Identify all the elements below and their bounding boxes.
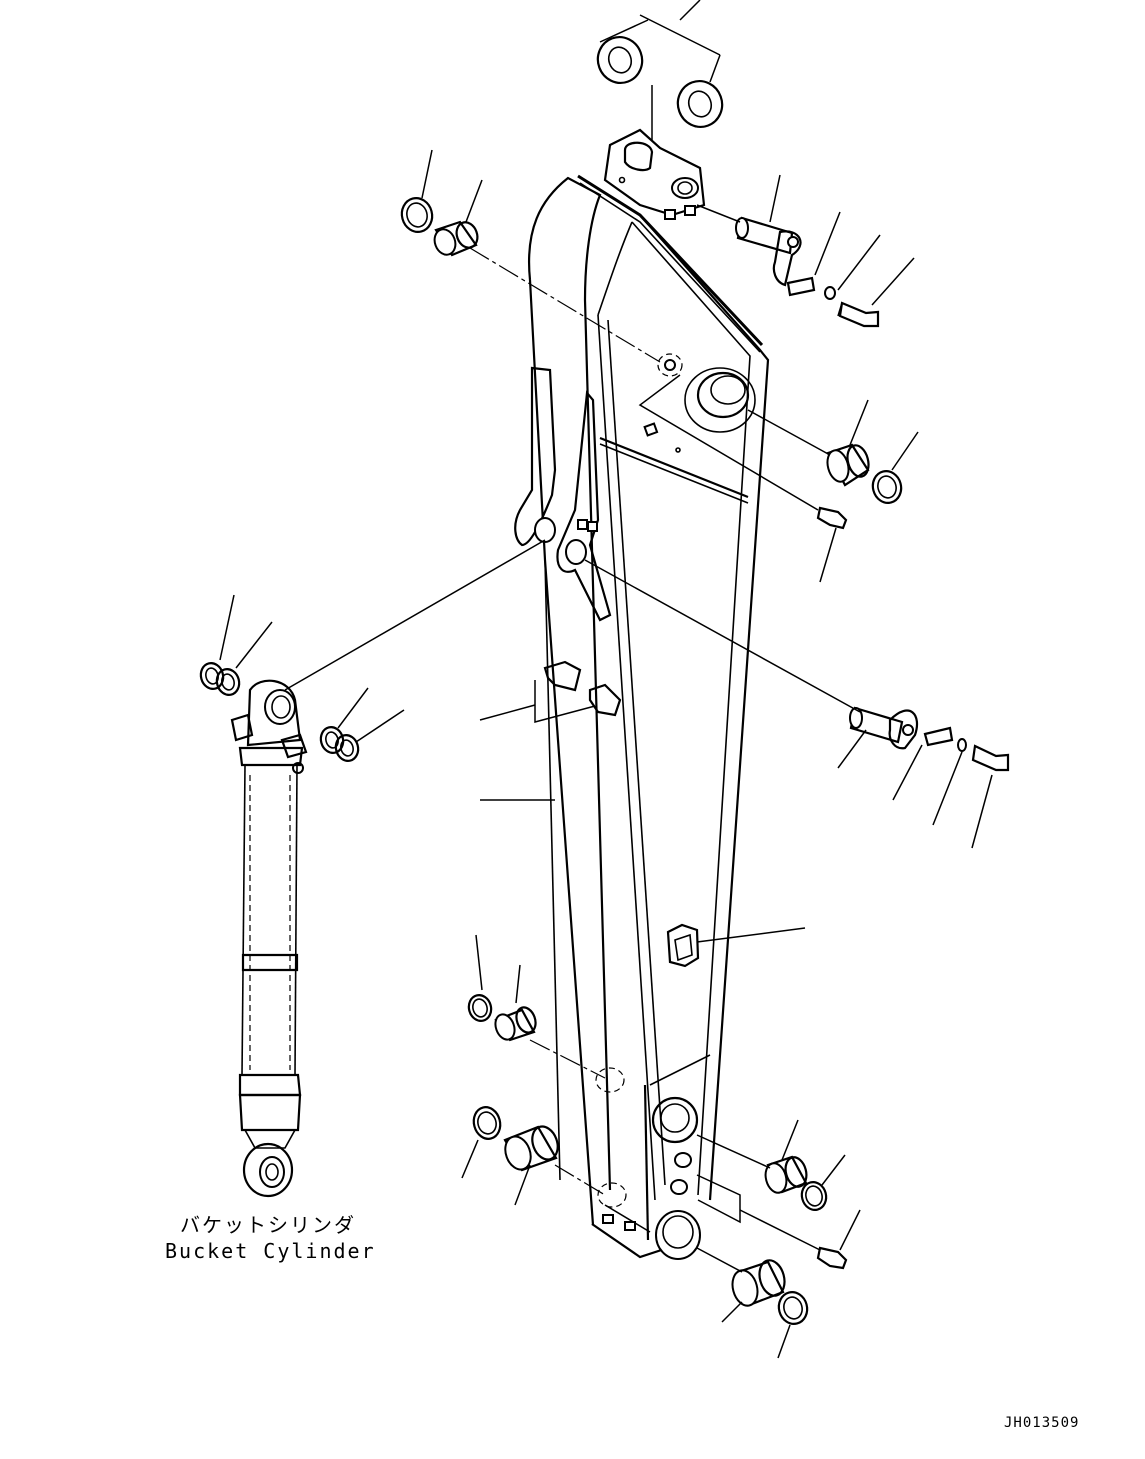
grease-fitting-upper bbox=[638, 374, 848, 583]
upper-left-bushings bbox=[400, 149, 661, 363]
cylinder-label-en: Bucket Cylinder bbox=[165, 1239, 376, 1263]
arm-upper-boss bbox=[643, 353, 756, 453]
arm-side-cover bbox=[666, 923, 700, 968]
mid-pin-set bbox=[584, 559, 1010, 849]
arm-top-bracket bbox=[603, 128, 706, 220]
lower-right-bushings bbox=[696, 1119, 861, 1359]
drawing-code: JH013509 bbox=[1004, 1415, 1079, 1431]
arm-lower-bosses bbox=[595, 1067, 701, 1260]
upper-right-pin-set bbox=[696, 174, 915, 328]
hose-clamps bbox=[543, 660, 622, 717]
link-brackets bbox=[514, 366, 612, 622]
lower-left-bushings bbox=[461, 934, 606, 1206]
top-shims bbox=[596, 0, 724, 140]
cylinder-label-jp: バケットシリンダ bbox=[180, 1213, 356, 1237]
right-mid-bushings bbox=[747, 399, 919, 504]
bucket-cylinder bbox=[199, 539, 546, 1198]
arm-body bbox=[528, 174, 770, 1259]
arm-leader-lines bbox=[479, 680, 806, 943]
